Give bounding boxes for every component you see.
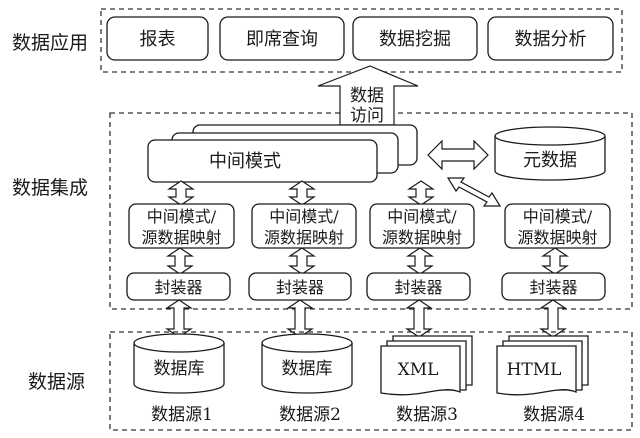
layer-label-integration: 数据集成	[12, 177, 88, 199]
mapping-1[interactable]: 中间模式/ 源数据映射	[128, 203, 235, 249]
mediated-schema[interactable]: 中间模式	[147, 124, 418, 183]
mapping-wrapper-arrow-4	[541, 247, 569, 275]
mapping-label-line2: 源数据映射	[517, 228, 597, 247]
wrapper-1[interactable]: 封装器	[126, 272, 231, 301]
sources-layer-frame	[109, 331, 633, 431]
mapping-4[interactable]: 中间模式/ 源数据映射	[504, 203, 611, 249]
wrapper-label: 封装器	[276, 278, 324, 297]
mediated-schema-panel-front	[147, 139, 378, 183]
source-4-documents[interactable]: HTML	[496, 335, 589, 396]
document-page-front	[380, 345, 461, 396]
source-3-caption: 数据源3	[396, 405, 458, 425]
wrapper-4[interactable]: 封装器	[501, 272, 606, 301]
vertical-arrows	[165, 180, 569, 338]
mapping-wrapper-arrow-3	[406, 247, 434, 275]
mapping-3[interactable]: 中间模式/ 源数据映射	[369, 203, 475, 249]
wrapper-label: 封装器	[394, 278, 442, 297]
source-3-documents[interactable]: XML	[380, 335, 473, 396]
mapping-label-line1: 中间模式/	[387, 207, 457, 226]
wrapper-source-arrow-1	[165, 299, 193, 338]
wrapper-label: 封装器	[154, 278, 202, 297]
mapping-label-line1: 中间模式/	[147, 207, 217, 226]
source-4-caption: 数据源4	[523, 405, 585, 425]
wrapper-label: 封装器	[529, 278, 577, 297]
application-layer-frame	[100, 8, 623, 73]
mapping-label-line1: 中间模式/	[523, 207, 593, 226]
app-item-data-mining[interactable]: 数据挖掘	[352, 16, 478, 61]
data-access-label-line1: 数据	[350, 86, 384, 106]
source-4-text: HTML	[507, 360, 562, 380]
source-1-database[interactable]: 数据库	[133, 333, 225, 394]
layer-label-sources: 数据源	[28, 371, 85, 393]
mediated-schema-label: 中间模式	[209, 151, 281, 172]
source-2-database[interactable]: 数据库	[261, 333, 353, 394]
mapping-wrapper-arrow-2	[288, 247, 316, 275]
wrapper-3[interactable]: 封装器	[366, 272, 471, 301]
data-access-label-line2: 访问	[350, 106, 384, 126]
mapping-label-line2: 源数据映射	[382, 228, 462, 247]
source-3-text: XML	[398, 360, 439, 380]
app-item-label: 数据分析	[515, 29, 587, 50]
app-item-label: 数据挖掘	[379, 29, 451, 50]
metadata-store[interactable]: 元数据	[494, 126, 606, 181]
app-item-report[interactable]: 报表	[106, 16, 209, 61]
mapping-wrapper-arrow-1	[166, 247, 194, 275]
mapping-label-line2: 源数据映射	[264, 228, 344, 247]
app-item-data-analysis[interactable]: 数据分析	[487, 16, 614, 61]
source-1-caption: 数据源1	[151, 405, 213, 425]
wrapper-2[interactable]: 封装器	[248, 272, 352, 301]
schema-mapping-arrow-2	[288, 180, 316, 206]
schema-mapping-arrow-3	[407, 180, 435, 206]
document-page-front	[496, 345, 577, 396]
app-item-label: 报表	[140, 29, 176, 50]
schema-mapping-arrow-1	[167, 180, 195, 206]
source-1-text: 数据库	[154, 359, 205, 379]
metadata-label: 元数据	[523, 150, 577, 171]
source-2-text: 数据库	[282, 359, 333, 379]
layer-label-application: 数据应用	[12, 32, 88, 54]
mapping-label-line2: 源数据映射	[141, 228, 221, 247]
mapping-label-line1: 中间模式/	[269, 207, 339, 226]
app-item-label: 即席查询	[246, 29, 318, 50]
app-item-adhoc-query[interactable]: 即席查询	[219, 16, 345, 61]
metadata-mapping-arrow	[446, 177, 502, 207]
schema-metadata-arrow	[427, 139, 489, 171]
source-2-caption: 数据源2	[279, 405, 341, 425]
data-access-arrow: 数据 访问	[317, 65, 419, 126]
mapping-2[interactable]: 中间模式/ 源数据映射	[251, 203, 357, 249]
